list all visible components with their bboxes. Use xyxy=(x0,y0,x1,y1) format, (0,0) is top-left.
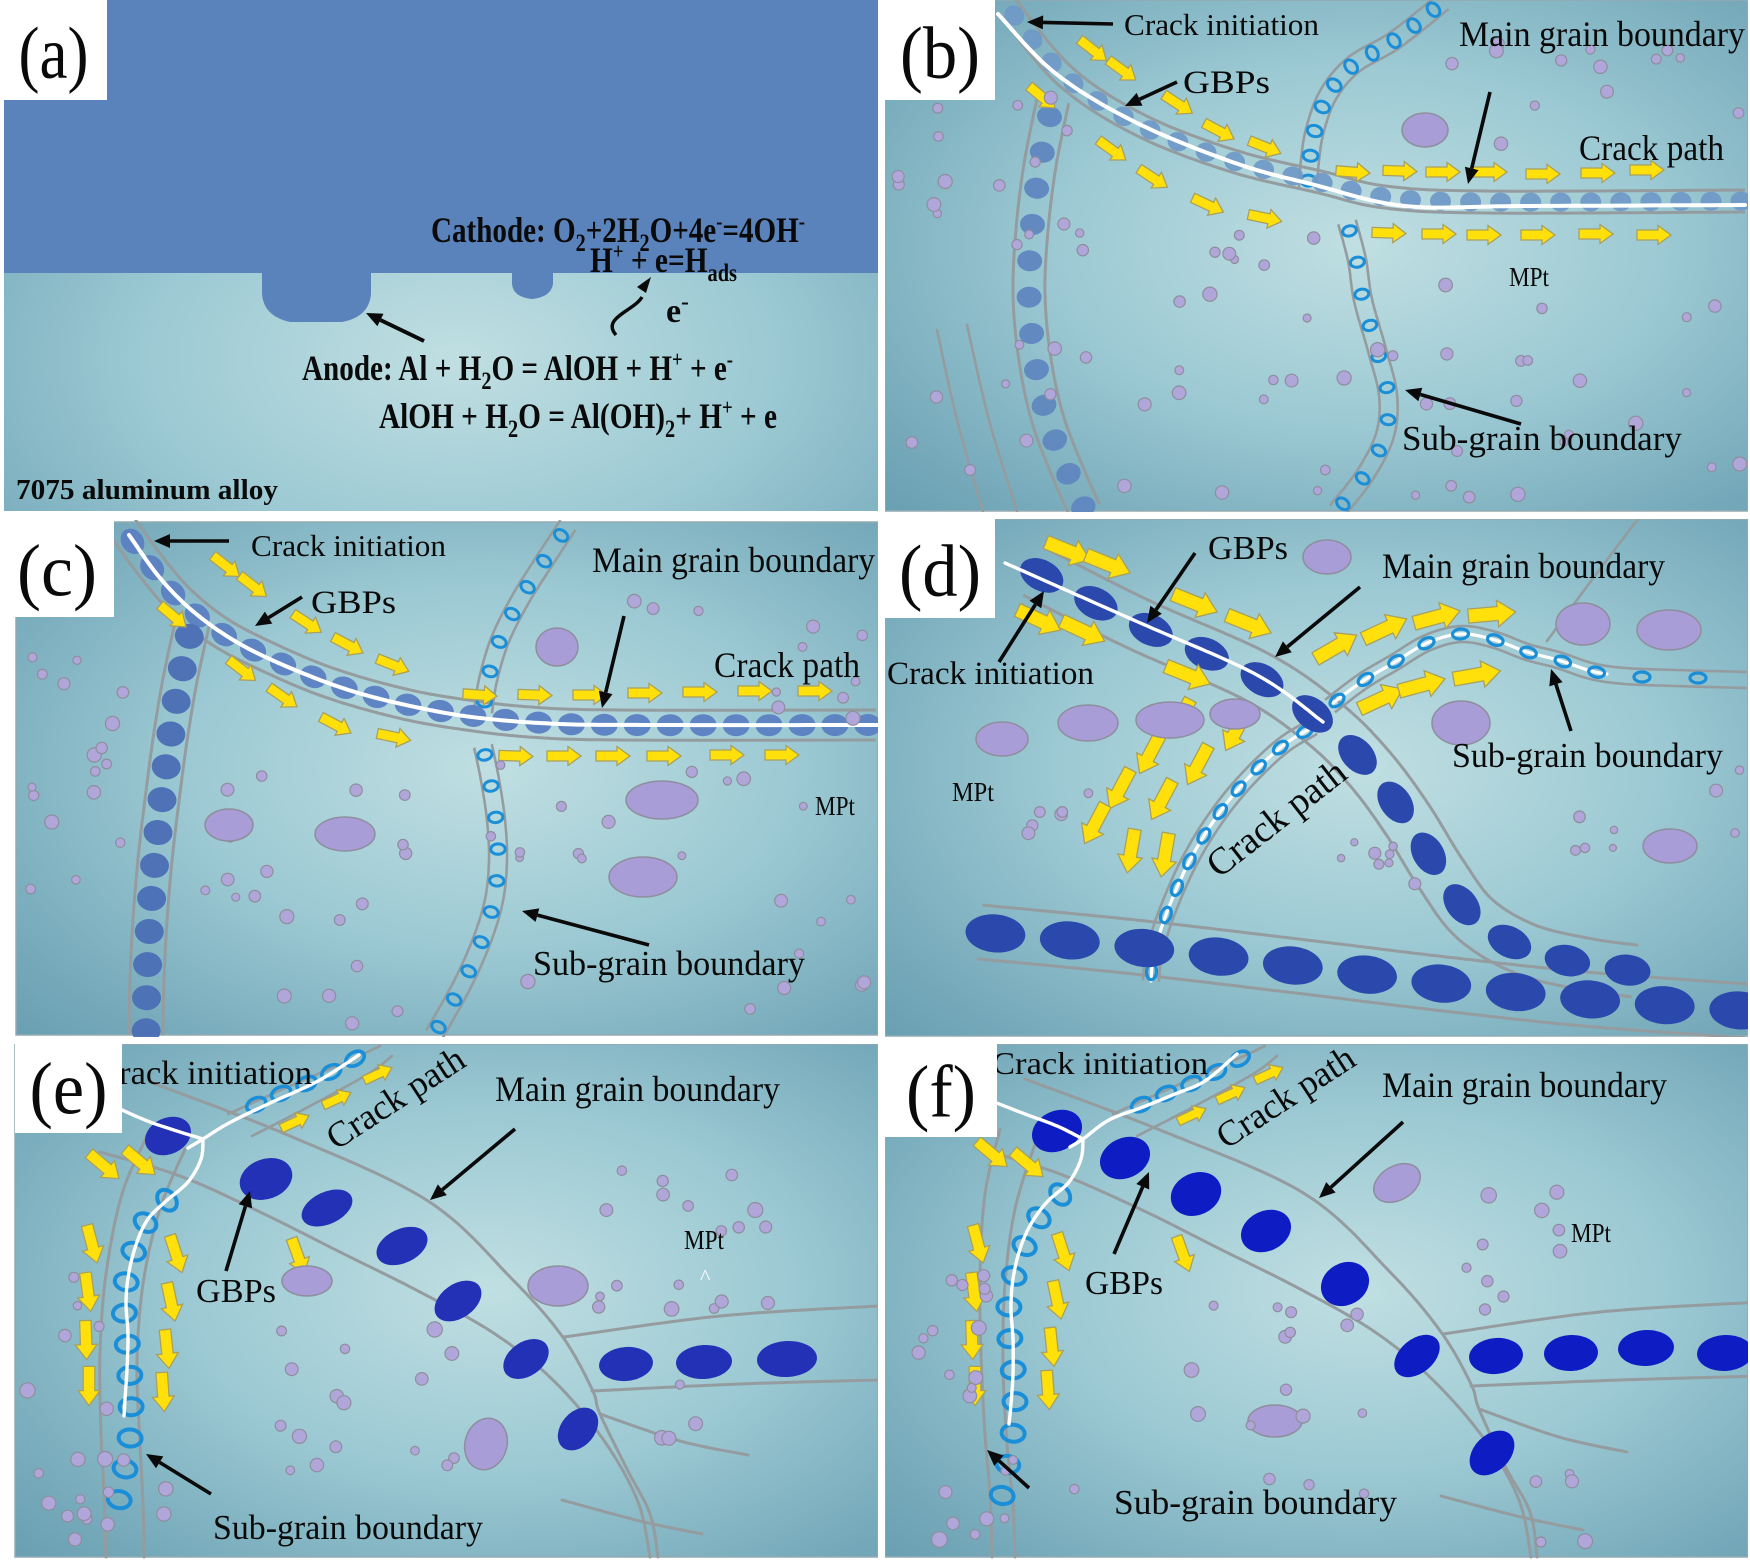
svg-text:Crack initiation: Crack initiation xyxy=(992,1045,1208,1081)
svg-text:Sub-grain boundary: Sub-grain boundary xyxy=(1402,419,1682,458)
svg-text:Sub-grain boundary: Sub-grain boundary xyxy=(213,1508,483,1547)
svg-text:Main grain boundary: Main grain boundary xyxy=(1382,1065,1667,1105)
svg-text:Crack initiation: Crack initiation xyxy=(887,656,1094,692)
svg-text:MPt: MPt xyxy=(815,791,855,821)
svg-text:MPt: MPt xyxy=(952,777,994,807)
svg-text:MPt: MPt xyxy=(1509,262,1549,292)
svg-text:(a): (a) xyxy=(19,13,89,95)
svg-text:Sub-grain boundary: Sub-grain boundary xyxy=(1452,736,1723,775)
svg-text:MPt: MPt xyxy=(1571,1218,1611,1248)
svg-text:Crack initiation: Crack initiation xyxy=(96,1055,312,1092)
svg-text:(e): (e) xyxy=(30,1048,108,1130)
svg-text:Main grain boundary: Main grain boundary xyxy=(1382,546,1665,586)
svg-text:Crack path: Crack path xyxy=(1579,128,1724,168)
svg-text:MPt: MPt xyxy=(684,1225,724,1255)
svg-text:GBPs: GBPs xyxy=(196,1273,276,1310)
svg-text:Main grain boundary: Main grain boundary xyxy=(592,540,875,580)
svg-text:GBPs: GBPs xyxy=(1208,530,1288,567)
svg-text:AlOH + H2O = Al(OH)2+ H+ + e: AlOH + H2O = Al(OH)2+ H+ + e xyxy=(379,395,777,443)
svg-text:Main grain boundary: Main grain boundary xyxy=(495,1069,780,1109)
svg-text:GBPs: GBPs xyxy=(1085,1265,1163,1302)
svg-text:(d): (d) xyxy=(899,531,981,613)
svg-text:Main grain boundary: Main grain boundary xyxy=(1459,14,1745,54)
svg-text:(b): (b) xyxy=(900,13,980,95)
svg-text:Crack path: Crack path xyxy=(714,645,860,685)
svg-text:Sub-grain boundary: Sub-grain boundary xyxy=(1114,1483,1397,1522)
svg-text:GBPs: GBPs xyxy=(311,585,396,621)
svg-text:Crack initiation: Crack initiation xyxy=(251,528,446,563)
svg-text:7075 aluminum alloy: 7075 aluminum alloy xyxy=(16,474,278,506)
svg-text:GBPs: GBPs xyxy=(1183,65,1270,101)
svg-text:^: ^ xyxy=(700,1264,711,1289)
svg-text:Sub-grain boundary: Sub-grain boundary xyxy=(533,944,805,983)
svg-text:(c): (c) xyxy=(17,531,97,613)
svg-text:(f): (f) xyxy=(906,1052,976,1134)
svg-text:Crack initiation: Crack initiation xyxy=(1124,7,1319,42)
svg-text:Cathode: O2+2H2O+4e-=4OH-: Cathode: O2+2H2O+4e-=4OH- xyxy=(431,209,805,257)
svg-text:Anode: Al + H2O = AlOH + H+ +: Anode: Al + H2O = AlOH + H+ + e- xyxy=(302,347,733,395)
